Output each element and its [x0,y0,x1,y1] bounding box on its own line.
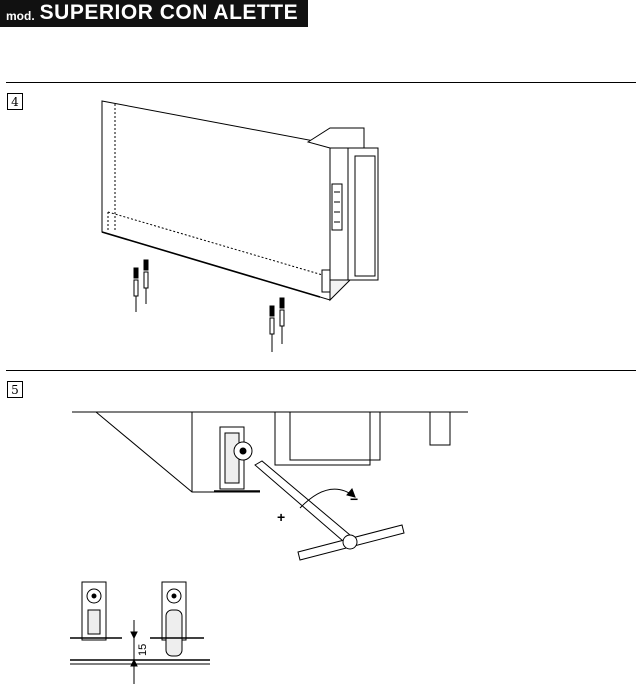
model-prefix: mod. [6,9,35,23]
step-4-illustration [101,100,379,352]
hinge-plate [331,183,343,231]
frame-top [306,127,365,149]
step-5-number: 5 [7,381,23,398]
title-banner: mod. SUPERIOR CON ALETTE [0,0,308,27]
hex-key [254,460,351,542]
dimension-label: 15 [137,644,149,656]
screws-left [133,259,149,312]
page-title: SUPERIOR CON ALETTE [39,1,299,24]
plus-sign: + [277,509,285,525]
screws-right [269,297,285,352]
divider-top [6,82,636,83]
height-detail-illustration: 15 [70,581,210,684]
minus-sign: − [350,491,358,507]
step-4-number: 4 [7,93,23,110]
step-5-illustration: + − [72,411,468,561]
divider-middle [6,370,636,371]
